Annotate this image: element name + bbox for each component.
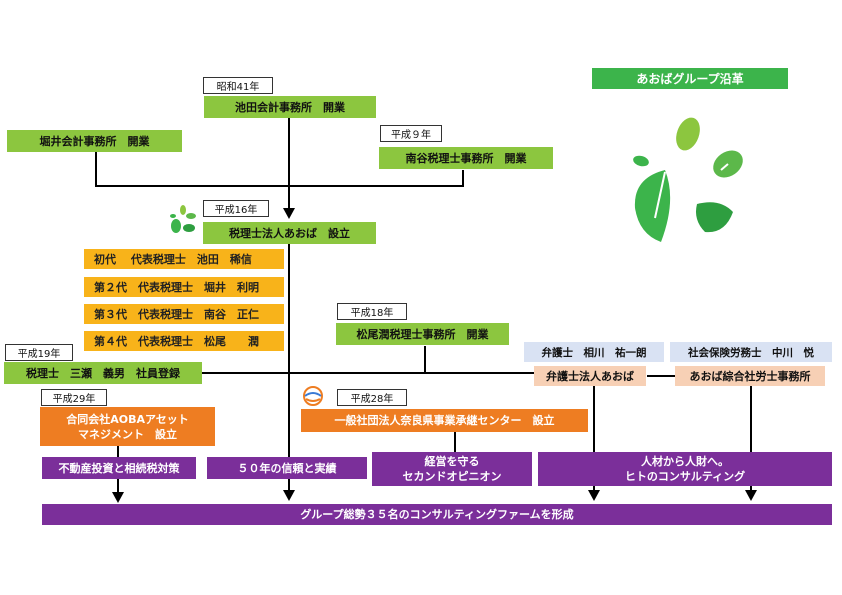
representative-3: 第３代 代表税理士 南谷 正仁 xyxy=(84,304,284,324)
service-second-opinion: 経営を守る セカンドオピニオン xyxy=(372,452,532,486)
service-real-estate: 不動産投資と相続税対策 xyxy=(42,457,196,479)
office-aoba-law: 弁護士法人あおば xyxy=(534,366,646,386)
connector-law-down xyxy=(593,386,595,494)
representative-1: 初代 代表税理士 池田 稀信 xyxy=(84,249,284,269)
representative-4: 第４代 代表税理士 松尾 潤 xyxy=(84,331,284,351)
office-horii: 堀井会計事務所 開業 xyxy=(7,130,182,152)
arrow-down-icon xyxy=(283,208,295,219)
era-label-heisei19: 平成19年 xyxy=(5,344,73,361)
office-aoba-labor: あおば綜合社労士事務所 xyxy=(675,366,825,386)
connector-horii-down xyxy=(95,152,97,186)
arrow-down-icon xyxy=(283,490,295,501)
connector-law-labor xyxy=(647,375,675,377)
era-label-heisei9: 平成９年 xyxy=(380,125,442,142)
page-title: あおばグループ沿革 xyxy=(592,68,788,89)
connector-center-lower xyxy=(288,244,290,494)
connector-labor-down xyxy=(750,386,752,494)
handshake-circle-icon xyxy=(303,386,323,406)
office-aoba-asset: 合同会社AOBAアセット マネジメント 設立 xyxy=(40,407,215,446)
summary-bar: グループ総勢３５名のコンサルティングファームを形成 xyxy=(42,504,832,525)
era-label-heisei28: 平成28年 xyxy=(337,389,407,406)
service-talent: 人材から人財へ。 ヒトのコンサルティング xyxy=(538,452,832,486)
aoba-leaf-logo xyxy=(633,117,743,242)
connector-minamitani-down xyxy=(462,170,464,186)
person-lawyer: 弁護士 相川 祐一朗 xyxy=(524,342,664,362)
office-mise: 税理士 三瀬 義男 社員登録 xyxy=(4,362,202,384)
office-matsuo: 松尾潤税理士事務所 開業 xyxy=(336,323,509,345)
office-minamitani: 南谷税理士事務所 開業 xyxy=(379,147,553,169)
era-label-heisei18: 平成18年 xyxy=(337,303,407,320)
person-labor: 社会保険労務士 中川 悦 xyxy=(670,342,832,362)
era-label-heisei29: 平成29年 xyxy=(41,389,107,406)
connector-ikeda-down xyxy=(288,118,290,212)
representative-2: 第２代 代表税理士 堀井 利明 xyxy=(84,277,284,297)
era-label-showa41: 昭和41年 xyxy=(203,77,273,94)
small-leaf-logo-icon xyxy=(170,205,196,233)
office-ikeda: 池田会計事務所 開業 xyxy=(204,96,376,118)
arrow-down-icon xyxy=(112,492,124,503)
connector-merge-horizontal xyxy=(95,185,464,187)
office-aoba-tax: 税理士法人あおば 設立 xyxy=(203,222,376,244)
office-nara-center: 一般社団法人奈良県事業承継センター 設立 xyxy=(301,409,588,432)
service-trust: ５０年の信頼と実績 xyxy=(207,457,367,479)
connector-matsuo-down xyxy=(424,346,426,373)
arrow-down-icon xyxy=(588,490,600,501)
arrow-down-icon xyxy=(745,490,757,501)
era-label-heisei16: 平成16年 xyxy=(203,200,269,217)
connector-main-horizontal xyxy=(200,372,534,374)
connector-nara-down xyxy=(454,432,456,452)
